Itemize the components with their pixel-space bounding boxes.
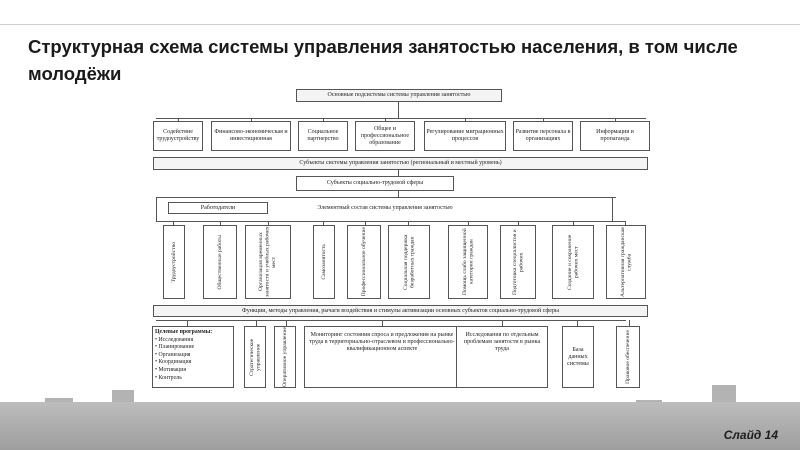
- connector: [385, 118, 386, 122]
- elements-header: Элементный состав системы управления зан…: [317, 204, 453, 211]
- element-box: Альтернативная гражданская служба: [606, 225, 646, 299]
- target-program-item: Контроль: [155, 375, 231, 383]
- connector: [220, 221, 221, 225]
- connector: [502, 320, 503, 326]
- functions-band: Функции, методы управления, рычаги возде…: [153, 305, 648, 317]
- connector: [543, 118, 544, 122]
- target-program-item: Исследования: [155, 337, 231, 345]
- target-program-item: Планирование: [155, 344, 231, 352]
- connector: [612, 197, 613, 221]
- connector: [178, 118, 179, 122]
- subsystem-box: Социальное партнерство: [298, 121, 348, 151]
- main-subsystems-header: Основные подсистемы системы управления з…: [296, 89, 502, 102]
- connector: [268, 221, 269, 225]
- target-program-item: Организация: [155, 352, 231, 360]
- subsystem-box: Содействие трудоустройству: [153, 121, 203, 151]
- subsystem-box: Финансово-экономическая и инвестиционная: [211, 121, 291, 151]
- connector: [156, 320, 626, 321]
- target-programs-box: Целевые программы: Исследования Планиров…: [152, 326, 234, 388]
- connector: [408, 221, 409, 225]
- subsystem-box: Информация и пропаганда: [580, 121, 650, 151]
- social-labor-subjects-box: Субъекты социально-трудовой сферы: [296, 176, 454, 191]
- element-box: Общественные работы: [203, 225, 237, 299]
- connector: [398, 170, 399, 176]
- target-program-item: Мотивация: [155, 367, 231, 375]
- target-program-item: Координация: [155, 359, 231, 367]
- connector: [465, 118, 466, 122]
- slide-number: Слайд 14: [723, 428, 778, 442]
- connector: [382, 320, 383, 326]
- connector: [323, 221, 324, 225]
- connector: [629, 320, 630, 326]
- subsystem-box: Регулирование миграционных процессов: [424, 121, 506, 151]
- strategic-management-box: Стратегическое управление: [244, 326, 266, 388]
- monitoring-box: Мониторинг состояния спроса и предложени…: [304, 326, 460, 388]
- connector: [156, 197, 616, 198]
- connector: [518, 221, 519, 225]
- database-box: База данных системы: [562, 326, 594, 388]
- connector: [187, 320, 188, 326]
- connector: [577, 320, 578, 326]
- connector: [573, 221, 574, 225]
- connector: [468, 221, 469, 225]
- target-programs-title: Целевые программы:: [155, 329, 213, 335]
- footer-bar: [0, 402, 800, 450]
- element-box: Трудоустройство: [163, 225, 185, 299]
- structure-diagram: Основные подсистемы системы управления з…: [150, 88, 662, 400]
- connector: [398, 98, 399, 118]
- element-box: Помощь слабо защищенной категории гражда…: [448, 225, 488, 299]
- element-box: Социальная поддержка безработных граждан: [388, 225, 430, 299]
- element-box: Самозанятость: [313, 225, 335, 299]
- employers-box: Работодатели: [168, 202, 268, 214]
- connector: [398, 191, 399, 197]
- connector: [156, 118, 646, 119]
- connector: [625, 221, 626, 225]
- connector: [173, 221, 174, 225]
- subjects-band: Субъекты системы управления занятостью (…: [153, 157, 648, 170]
- connector: [251, 118, 252, 122]
- element-box: Создание и сохранение рабочих мест: [552, 225, 594, 299]
- slide-title: Структурная схема системы управления зан…: [28, 36, 738, 84]
- connector: [156, 221, 626, 222]
- connector: [286, 320, 287, 326]
- element-box: Организация временных занятости и учебны…: [245, 225, 291, 299]
- research-box: Исследования по отдельным проблемам заня…: [456, 326, 548, 388]
- operative-management-box: Оперативное управление: [274, 326, 296, 388]
- header-rule: [0, 24, 800, 25]
- subsystem-box: Общее и профессиональное образование: [355, 121, 415, 151]
- connector: [365, 221, 366, 225]
- element-box: Профессиональное обучение: [347, 225, 381, 299]
- connector: [256, 320, 257, 326]
- connector: [156, 197, 157, 221]
- element-box: Подготовка специалистов и рабочих: [500, 225, 536, 299]
- connector: [615, 118, 616, 122]
- connector: [323, 118, 324, 122]
- subsystem-box: Развитие персонала в организациях: [513, 121, 573, 151]
- legal-support-box: Правовое обеспечение: [616, 326, 640, 388]
